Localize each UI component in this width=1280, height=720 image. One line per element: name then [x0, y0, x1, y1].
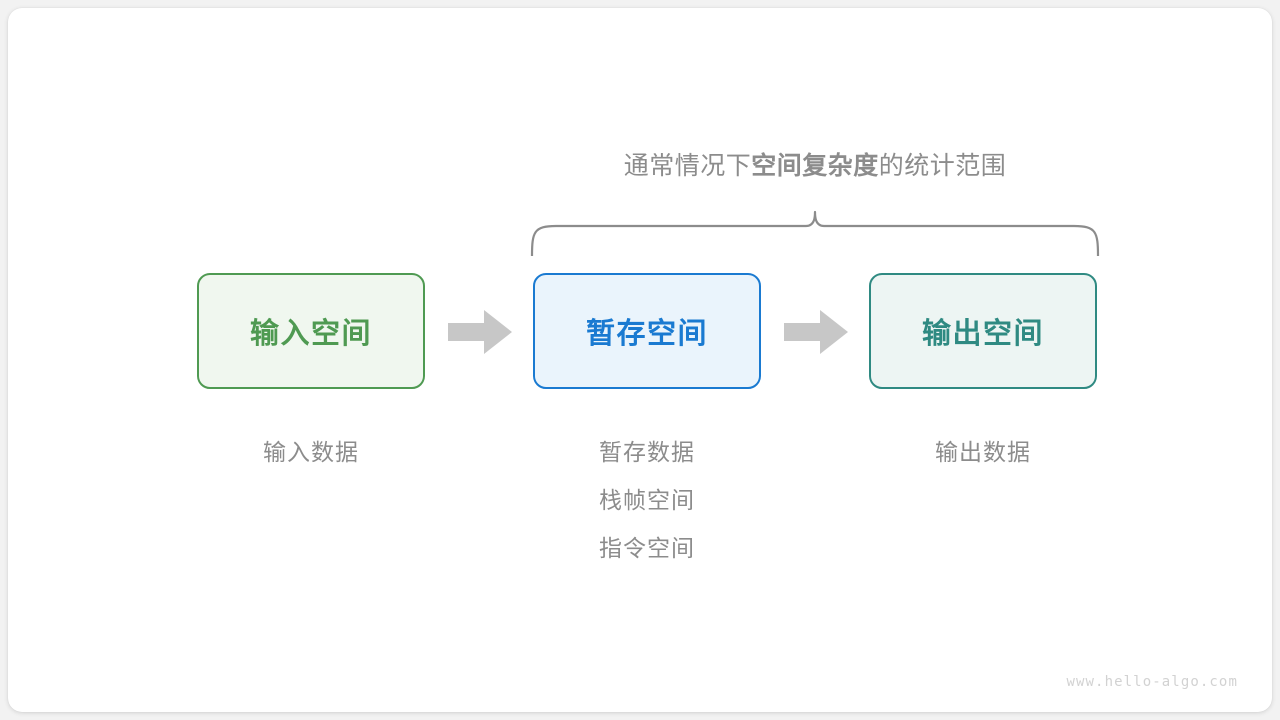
- node-box-input-label: 输入空间: [249, 318, 372, 350]
- arrow-right-icon-temp-to-output: [784, 310, 848, 354]
- node-box-temp[interactable]: 暂存空间: [533, 273, 761, 389]
- brace-caption-prefix: 通常情况下: [623, 152, 752, 180]
- node-box-output-label: 输出空间: [921, 318, 1044, 350]
- caption-group-output: 输出数据: [869, 428, 1097, 476]
- node-box-input[interactable]: 输入空间: [197, 273, 425, 389]
- curly-brace-icon: [530, 210, 1100, 256]
- caption-group-temp: 暂存数据 栈帧空间 指令空间: [533, 428, 761, 572]
- brace-caption-emphasis: 空间复杂度: [751, 152, 879, 180]
- brace-caption-suffix: 的统计范围: [878, 152, 1007, 180]
- caption-group-input: 输入数据: [197, 428, 425, 476]
- caption-line: 输出数据: [935, 439, 1031, 465]
- brace-caption: 通常情况下空间复杂度的统计范围: [532, 148, 1098, 184]
- arrow-right-icon-input-to-temp: [448, 310, 512, 354]
- caption-line: 指令空间: [599, 535, 695, 561]
- caption-line: 栈帧空间: [599, 487, 695, 513]
- node-box-output[interactable]: 输出空间: [869, 273, 1097, 389]
- caption-line: 暂存数据: [599, 439, 695, 465]
- caption-line: 输入数据: [263, 439, 359, 465]
- watermark: www.hello-algo.com: [1066, 674, 1238, 690]
- diagram-canvas: 通常情况下空间复杂度的统计范围 输入空间 暂存空间 输出空间 输入数据 暂存数据…: [8, 8, 1272, 712]
- node-box-temp-label: 暂存空间: [585, 318, 708, 350]
